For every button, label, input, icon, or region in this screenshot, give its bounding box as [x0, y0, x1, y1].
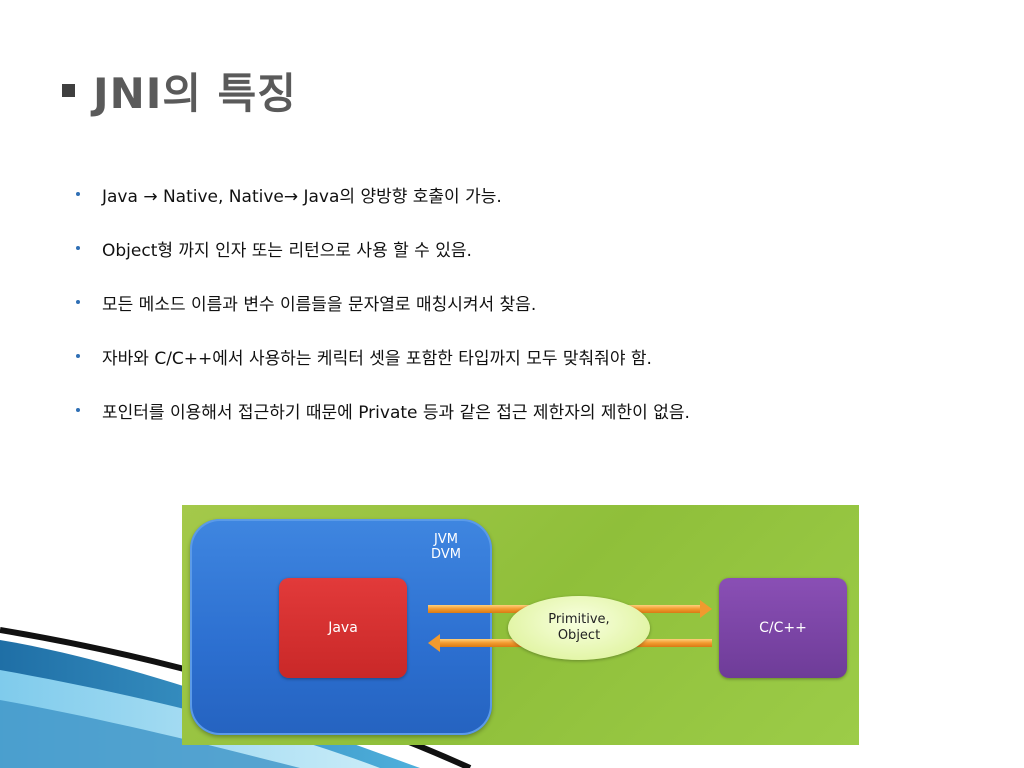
native-box: C/C++	[719, 578, 847, 678]
bullet-dot-icon	[76, 192, 80, 196]
jvm-label: JVM DVM	[426, 532, 466, 562]
primitive-object-ellipse: Primitive, Object	[508, 596, 650, 660]
middle-label-line1: Primitive,	[548, 612, 610, 627]
jvm-label-line1: JVM	[434, 532, 458, 547]
bullet-dot-icon	[76, 246, 80, 250]
bullet-item: Object형 까지 인자 또는 리턴으로 사용 할 수 있음.	[76, 234, 996, 262]
bullet-item: 모든 메소드 이름과 변수 이름들을 문자열로 매칭시켜서 찾음.	[76, 288, 996, 316]
slide-title: JNI의 특징	[62, 60, 297, 121]
bullet-item: 자바와 C/C++에서 사용하는 케릭터 셋을 포함한 타입까지 모두 맞춰줘야…	[76, 342, 996, 370]
bullet-dot-icon	[76, 300, 80, 304]
bullet-dot-icon	[76, 354, 80, 358]
slide-title-text: JNI의 특징	[93, 69, 297, 118]
java-label: Java	[328, 620, 358, 636]
bullet-item: 포인터를 이용해서 접근하기 때문에 Private 등과 같은 접근 제한자의…	[76, 396, 996, 424]
bullet-text: Java → Native, Native→ Java의 양방향 호출이 가능.	[102, 186, 502, 207]
bullet-item: Java → Native, Native→ Java의 양방향 호출이 가능.	[76, 180, 996, 208]
jvm-label-line2: DVM	[431, 547, 461, 562]
java-box: Java	[279, 578, 407, 678]
jni-diagram: JVM DVM Java Primitive, Object C/C++	[182, 505, 859, 745]
bullet-list: Java → Native, Native→ Java의 양방향 호출이 가능.…	[76, 180, 996, 450]
bullet-dot-icon	[76, 408, 80, 412]
bullet-text: 모든 메소드 이름과 변수 이름들을 문자열로 매칭시켜서 찾음.	[102, 294, 537, 315]
bullet-text: 포인터를 이용해서 접근하기 때문에 Private 등과 같은 접근 제한자의…	[102, 402, 690, 423]
middle-label-line2: Object	[557, 628, 601, 643]
square-bullet-icon	[62, 84, 75, 97]
bullet-text: Object형 까지 인자 또는 리턴으로 사용 할 수 있음.	[102, 240, 472, 261]
native-label: C/C++	[759, 620, 807, 636]
bullet-text: 자바와 C/C++에서 사용하는 케릭터 셋을 포함한 타입까지 모두 맞춰줘야…	[102, 348, 652, 369]
